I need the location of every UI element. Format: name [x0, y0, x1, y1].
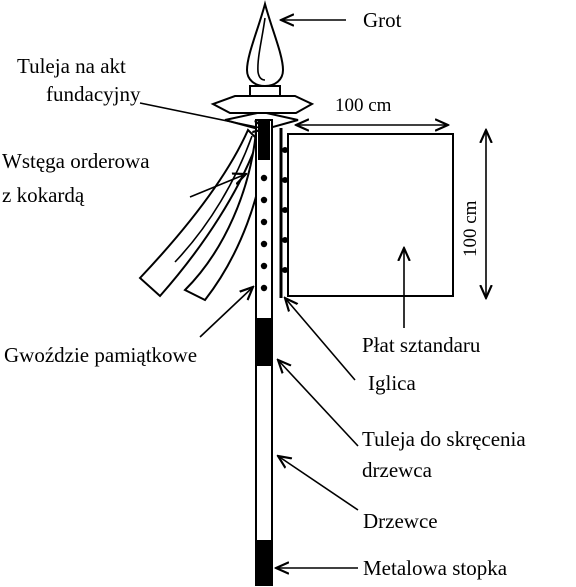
label-drzewce: Drzewce — [363, 509, 438, 533]
flag-rod — [279, 128, 288, 298]
label-tuleja-skrecenia-1: Tuleja do skręcenia — [362, 427, 526, 451]
label-stopka: Metalowa stopka — [363, 556, 508, 580]
label-wstega-2: z kokardą — [2, 183, 85, 207]
label-plat: Płat sztandaru — [362, 333, 481, 357]
document-sleeve — [210, 85, 315, 114]
label-wstega-1: Wstęga orderowa — [2, 149, 150, 173]
label-grot: Grot — [363, 8, 402, 32]
label-iglica: Iglica — [368, 371, 416, 395]
label-tuleja-skrecenia-2: drzewca — [362, 458, 433, 482]
order-ribbon — [138, 110, 299, 302]
label-tuleja-akt-2: fundacyjny — [46, 82, 141, 106]
spearhead — [245, 0, 285, 88]
flag-sheet — [287, 133, 454, 297]
height-dimension-label: 100 cm — [460, 200, 481, 257]
pole — [255, 119, 273, 586]
screw-sleeve — [256, 318, 272, 366]
pointer-arrows — [139, 20, 404, 568]
memorial-nails — [260, 174, 268, 292]
metal-foot — [256, 540, 272, 586]
label-gwozdzie: Gwoździe pamiątkowe — [4, 343, 197, 367]
upper-dark-band — [258, 120, 270, 160]
label-tuleja-akt-1: Tuleja na akt — [17, 54, 126, 78]
width-dimension-label: 100 cm — [335, 95, 392, 116]
